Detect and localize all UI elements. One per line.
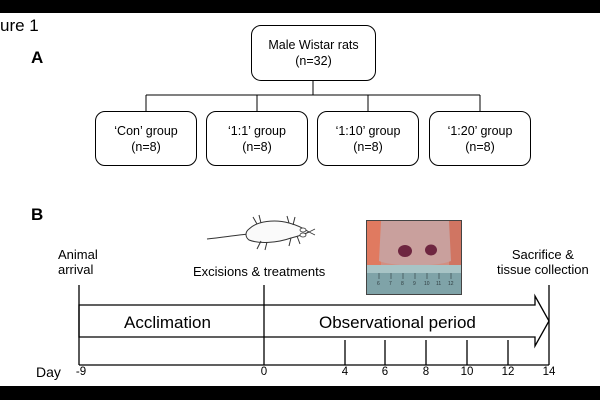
group-title: ‘Con’ group [114, 123, 178, 138]
group-box-1-10: ‘1:10’ group (n=8) [317, 111, 419, 166]
ruler-number: 6 [377, 281, 380, 287]
phase-label-observation: Observational period [319, 313, 476, 332]
group-box-1-20: ‘1:20’ group (n=8) [429, 111, 531, 166]
arrival-line-1: Animal [58, 247, 98, 262]
group-count: (n=8) [353, 139, 383, 154]
root-title: Male Wistar rats [268, 38, 359, 52]
wound-photo-drawing: 6 7 8 9 10 11 12 [367, 221, 461, 294]
sacrifice-line-2: tissue collection [497, 261, 589, 277]
ruler-number: 12 [448, 281, 454, 287]
tick-label-10: 10 [460, 366, 474, 378]
bottom-black-bar [0, 386, 600, 400]
figure-label: ure 1 [0, 16, 39, 35]
group-count: (n=8) [465, 139, 495, 154]
phase-label-acclimation: Acclimation [124, 313, 211, 332]
ruler-number: 8 [401, 281, 404, 287]
root-box-male-wistar-rats: Male Wistar rats (n=32) [251, 25, 376, 81]
group-title: ‘1:10’ group [335, 123, 401, 138]
tick-label-14: 14 [542, 366, 556, 378]
arrival-line-2: arrival [58, 261, 94, 277]
panel-b-label: B [31, 205, 44, 224]
group-title: ‘1:20’ group [447, 123, 513, 138]
event-label-sacrifice: Sacrifice & tissue collection [497, 247, 589, 278]
wound-photo: 6 7 8 9 10 11 12 [366, 220, 462, 295]
timeline-arrow [78, 293, 550, 349]
tick-label-6: 6 [381, 366, 389, 378]
top-black-bar [0, 0, 600, 13]
sacrifice-line-1: Sacrifice & [511, 247, 574, 262]
tick-label-0: 0 [260, 366, 268, 378]
group-box-1-1: ‘1:1’ group (n=8) [206, 111, 308, 166]
group-count: (n=8) [242, 139, 272, 154]
tick-label-minus-9: -9 [75, 366, 87, 378]
ruler-number: 11 [436, 281, 441, 287]
root-count: (n=32) [295, 54, 332, 68]
ruler-number: 9 [413, 281, 416, 287]
event-label-arrival: Animal arrival [58, 247, 98, 278]
tick-label-8: 8 [422, 366, 430, 378]
tick-label-12: 12 [501, 366, 515, 378]
ruler-number: 7 [389, 281, 392, 287]
rat-illustration-icon [206, 214, 316, 251]
group-box-con: ‘Con’ group (n=8) [95, 111, 197, 166]
tick-label-4: 4 [341, 366, 349, 378]
group-title: ‘1:1’ group [228, 123, 286, 138]
group-count: (n=8) [131, 139, 161, 154]
day-axis-label: Day [36, 364, 61, 380]
ruler-number: 10 [424, 281, 430, 287]
event-label-excision: Excisions & treatments [193, 264, 326, 279]
panel-a-label: A [31, 48, 44, 67]
